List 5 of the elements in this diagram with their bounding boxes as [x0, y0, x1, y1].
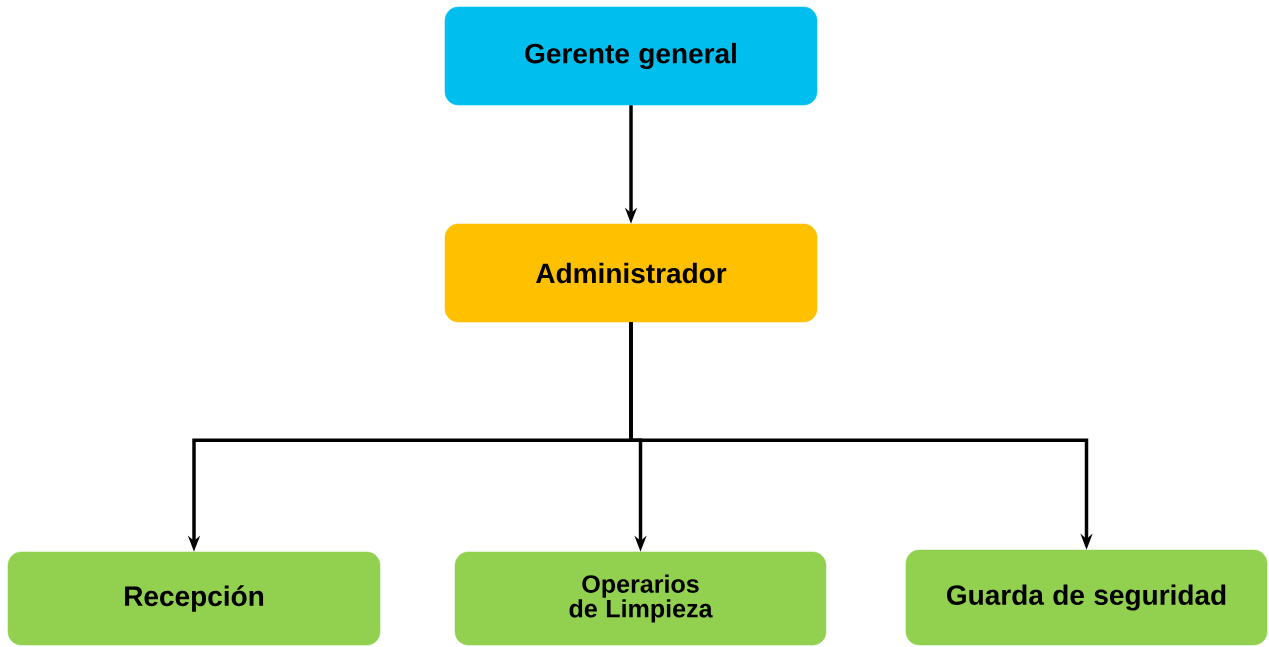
org-box: Gerente general	[444, 6, 818, 106]
org-box: Administrador	[444, 223, 818, 323]
org-box: Operarios de Limpieza	[454, 551, 827, 646]
org-box: Recepción	[7, 551, 381, 646]
org-box: Guarda de seguridad	[905, 549, 1268, 646]
